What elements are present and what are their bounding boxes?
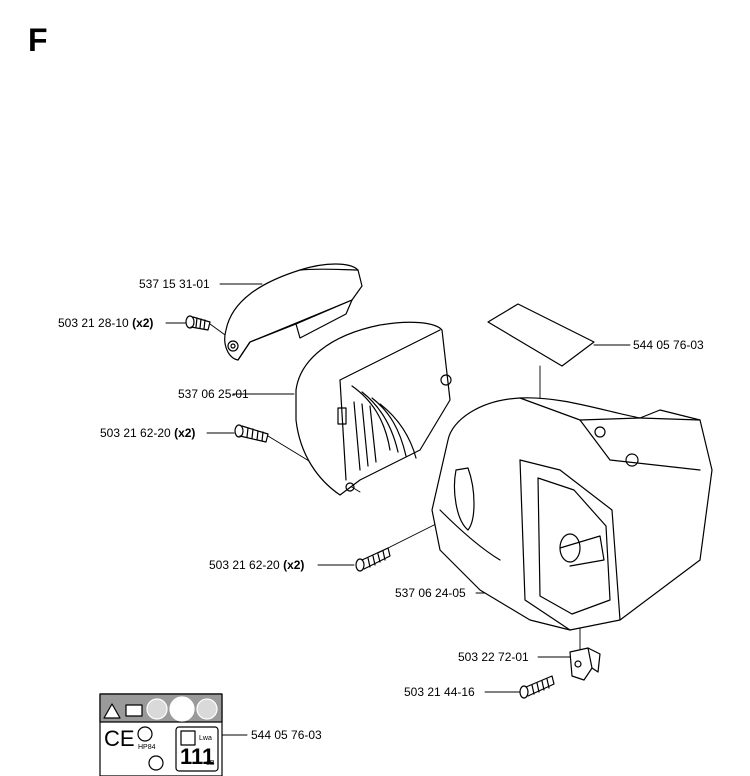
lwa-mark: Lwa <box>199 735 212 742</box>
part-label-label-decal: 544 05 76-03 <box>251 728 322 742</box>
sound-unit: dB <box>206 760 215 767</box>
part-label-screw-b: 503 21 62-20 (x2) <box>100 426 195 440</box>
page-letter: F <box>28 22 48 58</box>
part-qty: (x2) <box>283 558 305 572</box>
screw-d-part <box>519 675 555 699</box>
part-number: 537 06 24-05 <box>395 586 466 600</box>
part-qty: (x2) <box>174 426 196 440</box>
sound-level-value: 111 <box>180 744 215 769</box>
part-number: 537 06 25-01 <box>178 387 249 401</box>
part-label-screw-a: 503 21 28-10 (x2) <box>58 316 153 330</box>
part-number: 503 21 62-20 <box>100 426 171 440</box>
part-number: 503 21 62-20 <box>209 558 280 572</box>
screw-a-part <box>185 315 211 331</box>
middle-cover-part <box>295 321 452 496</box>
housing-part <box>431 397 713 631</box>
part-label-screw-d: 503 21 44-16 <box>404 685 475 699</box>
part-number: 503 21 44-16 <box>404 685 475 699</box>
part-number: 544 05 76-03 <box>633 338 704 352</box>
hp-mark: HP84 <box>138 744 156 751</box>
part-label-screw-c: 503 21 62-20 (x2) <box>209 558 304 572</box>
part-label-decal: 544 05 76-03 <box>633 338 704 352</box>
part-number: 544 05 76-03 <box>251 728 322 742</box>
decal-plate-part <box>487 303 595 367</box>
part-label-cover-mid: 537 06 25-01 <box>178 387 249 401</box>
part-number: 503 21 28-10 <box>58 316 129 330</box>
part-number: 537 15 31-01 <box>139 277 210 291</box>
screw-b-part <box>234 424 269 443</box>
label-decal-part <box>99 693 223 776</box>
screw-c-part <box>355 547 391 572</box>
top-cover-part <box>224 263 363 361</box>
part-label-clip: 503 22 72-01 <box>458 650 529 664</box>
part-number: 503 22 72-01 <box>458 650 529 664</box>
part-label-housing: 537 06 24-05 <box>395 586 466 600</box>
ce-mark: CE <box>104 726 135 751</box>
clip-part <box>569 647 601 681</box>
part-label-cover-top: 537 15 31-01 <box>139 277 210 291</box>
part-qty: (x2) <box>132 316 154 330</box>
